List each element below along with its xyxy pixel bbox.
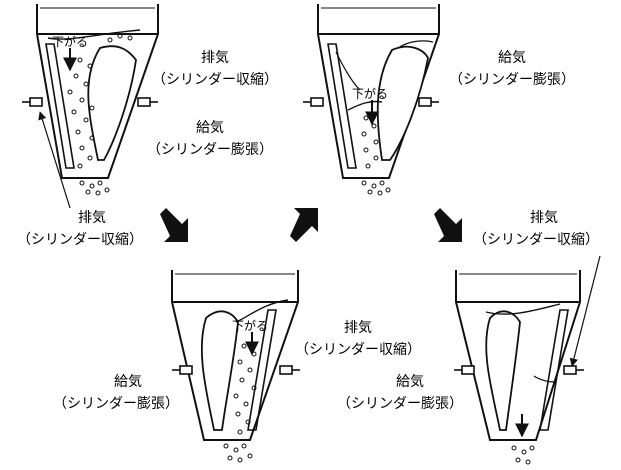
exhaust-label-2: 排気 — [78, 210, 106, 226]
hopper-body — [317, 4, 440, 179]
right-cylinder — [376, 45, 429, 161]
exhaust-sub-label-4: （シリンダー収縮） — [473, 232, 599, 248]
exhaust-sub-label-1: （シリンダー収縮） — [152, 72, 278, 88]
left-cylinder — [327, 43, 357, 169]
label-down-2: 下がる — [352, 86, 388, 101]
exhaust-label-1: 排気 — [201, 50, 229, 66]
intake-sub-label-3: （シリンダー膨張） — [53, 395, 179, 412]
left-cylinder — [485, 310, 521, 431]
intake-label-3: 給気 — [114, 374, 142, 390]
right-cylinder-collapsed — [539, 309, 569, 431]
stage-4-discharge — [454, 255, 601, 465]
exhaust-sub-label-2: （シリンダー収縮） — [17, 232, 143, 248]
particles — [67, 33, 133, 196]
hopper-body — [171, 270, 299, 441]
intake-label-1: 給気 — [196, 120, 224, 136]
left-cylinder-collapsed — [45, 43, 75, 169]
exhaust-label-4: 排気 — [530, 210, 558, 226]
stage-2-transition: 下がる — [303, 4, 440, 196]
stage-1-left-pinch: 下がる — [22, 4, 159, 209]
intake-label-2: 給気 — [498, 50, 526, 66]
label-down-3: 下がる — [232, 318, 268, 333]
left-cylinder-expanded — [200, 310, 239, 431]
flow-arrow-1-to-3 — [160, 208, 188, 242]
exhaust-label-3: 排気 — [344, 320, 372, 336]
flow-arrow-2-to-4 — [434, 208, 462, 242]
particles — [511, 445, 535, 465]
intake-label-4: 給気 — [396, 374, 424, 390]
intake-sub-label-4: （シリンダー膨張） — [337, 395, 463, 412]
stage-3-right-pinch: 下がる — [171, 270, 300, 463]
hopper-body — [455, 270, 581, 441]
right-cylinder-expanded — [87, 45, 137, 161]
intake-sub-label-1: （シリンダー膨張） — [147, 141, 273, 158]
flow-arrow-3-to-2 — [290, 208, 318, 242]
hopper-body — [36, 4, 159, 179]
exhaust-sub-label-3: （シリンダー収縮） — [295, 342, 421, 358]
label-down-1: 下がる — [52, 34, 88, 49]
intake-sub-label-2: （シリンダー膨張） — [449, 71, 575, 88]
